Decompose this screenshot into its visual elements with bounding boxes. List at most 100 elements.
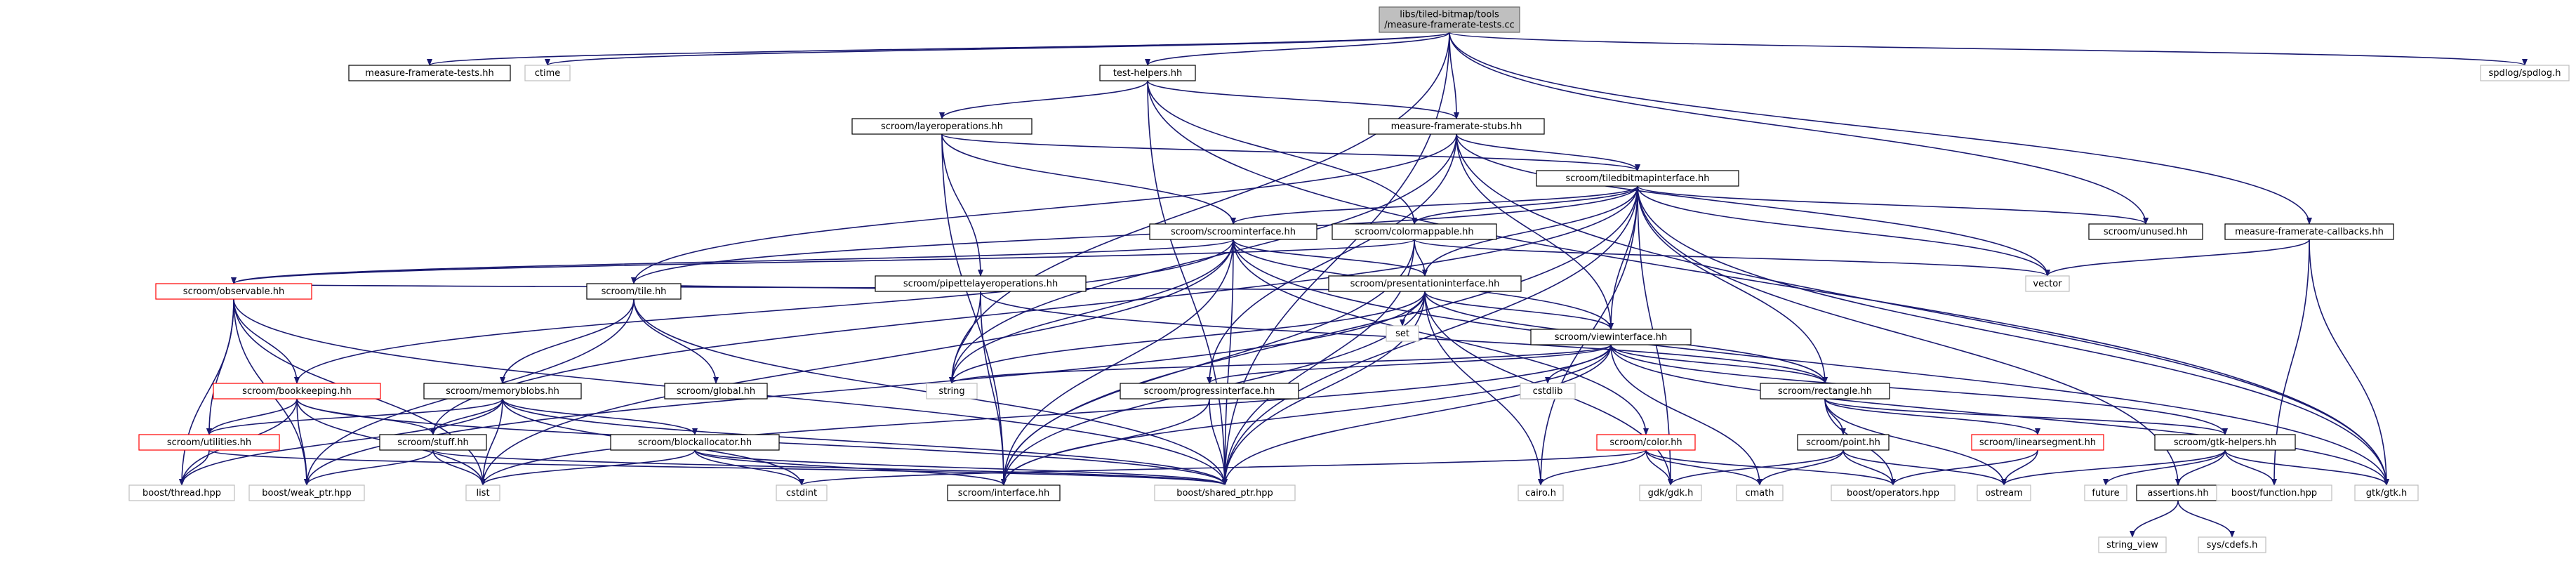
edge-stubs-to-gtk (1456, 133, 2389, 486)
node-utilities[interactable]: scroom/utilities.hh (138, 434, 280, 451)
node-ostream: ostream (1977, 484, 2031, 501)
edge-stubs-to-viewif (1456, 133, 1614, 330)
node-stubs[interactable]: measure-framerate-stubs.hh (1368, 118, 1545, 135)
node-unused[interactable]: scroom/unused.hh (2088, 223, 2203, 240)
edge-tbmi-to-colormap (1412, 185, 1638, 225)
edge-stuff-to-sharedptr (432, 449, 1228, 486)
edge-utilities-to-thread (179, 449, 210, 486)
edge-colormap-to-presif (1414, 239, 1428, 277)
node-label-cstdint: cstdint (786, 488, 817, 499)
node-ctime: ctime (524, 65, 571, 81)
node-blockalloc[interactable]: scroom/blockallocator.hh (610, 434, 780, 451)
node-linseg[interactable]: scroom/linearsegment.hh (1971, 434, 2104, 451)
node-rectangle[interactable]: scroom/rectangle.hh (1760, 383, 1890, 400)
node-box-tbmi (1536, 170, 1739, 187)
node-color[interactable]: scroom/color.hh (1596, 434, 1696, 451)
node-box-root (1379, 6, 1520, 33)
node-box-global (664, 383, 768, 400)
node-box-gdk (1639, 484, 1702, 501)
edge-colormap-to-vector (1414, 239, 2050, 277)
edge-scroomif-to-interface (1001, 239, 1234, 486)
node-label-scroomif: scroom/scroominterface.hh (1171, 227, 1296, 237)
node-assertions[interactable]: assertions.hh (2136, 484, 2220, 501)
edge-root-to-ctime (545, 32, 1450, 66)
node-string: string (926, 383, 978, 400)
edge-stubs-to-progressif (1207, 133, 1457, 384)
edge-layerops-to-tbmi (941, 133, 1640, 171)
nodes-layer: libs/tiled-bitmap/tools/measure-framerat… (128, 6, 2570, 553)
edge-bookkeeping-to-utilities (206, 398, 298, 435)
node-label-stuff: scroom/stuff.hh (397, 437, 469, 448)
node-box-bookkeeping (213, 383, 381, 400)
edge-callbacks-to-vector (2045, 239, 2310, 277)
edge-gtkhelpers-to-gtk (2224, 449, 2389, 486)
node-box-pipette (875, 275, 1087, 292)
edge-tbmi-to-assertions (1637, 185, 2181, 486)
edge-utilities-to-sharedptr (208, 449, 1228, 486)
node-label-list: list (476, 488, 489, 499)
edge-scroomif-to-string (949, 239, 1234, 384)
edge-gtkhelpers-to-function (2224, 449, 2277, 486)
node-colormap[interactable]: scroom/colormappable.hh (1332, 223, 1497, 240)
node-box-gtkhelpers (2154, 434, 2296, 451)
node-bookkeeping[interactable]: scroom/bookkeeping.hh (213, 383, 381, 400)
node-box-memblobs (423, 383, 582, 400)
node-vector: vector (2025, 275, 2070, 292)
node-scroomif[interactable]: scroom/scroominterface.hh (1149, 223, 1317, 240)
edge-tbmi-to-tile (631, 185, 1638, 284)
node-memblobs[interactable]: scroom/memoryblobs.hh (423, 383, 582, 400)
edge-scroomif-to-sharedptr (1222, 239, 1234, 486)
edge-assertions-to-stringview (2130, 500, 2179, 538)
node-label-global: scroom/global.hh (677, 386, 755, 397)
edge-tbmi-to-gtk (1637, 185, 2389, 486)
edge-scroomif-to-bookkeeping (294, 239, 1234, 384)
node-box-operators (1831, 484, 1956, 501)
node-test_helpers[interactable]: test-helpers.hh (1099, 65, 1196, 81)
node-observable[interactable]: scroom/observable.hh (155, 283, 312, 300)
edge-memblobs-to-utilities (206, 398, 503, 435)
node-label-interface: scroom/interface.hh (958, 488, 1050, 499)
node-cdefs: sys/cdefs.h (2198, 536, 2266, 553)
node-progressif[interactable]: scroom/progressinterface.hh (1120, 383, 1299, 400)
node-spdlog: spdlog/spdlog.h (2480, 65, 2570, 81)
node-presif[interactable]: scroom/presentationinterface.hh (1328, 275, 1522, 292)
node-point[interactable]: scroom/point.hh (1797, 434, 1890, 451)
node-interface[interactable]: scroom/interface.hh (947, 484, 1061, 501)
edge-root-to-spdlog (1449, 32, 2528, 66)
node-gdk: gdk/gdk.h (1639, 484, 1702, 501)
edge-presif-to-weakptr (304, 291, 1426, 486)
node-layerops[interactable]: scroom/layeroperations.hh (851, 118, 1033, 135)
edge-layerops-to-scroomif (941, 133, 1236, 225)
node-callbacks[interactable]: measure-framerate-callbacks.hh (2224, 223, 2394, 240)
edge-stuff-to-weakptr (304, 449, 434, 486)
edge-color-to-cstdint (799, 449, 1647, 486)
node-box-linseg (1971, 434, 2104, 451)
node-viewif[interactable]: scroom/viewinterface.hh (1530, 329, 1692, 345)
node-label-vector: vector (2033, 279, 2062, 289)
node-tile[interactable]: scroom/tile.hh (586, 283, 682, 300)
edge-stubs-to-vector (1456, 133, 2050, 277)
node-gtkhelpers[interactable]: scroom/gtk-helpers.hh (2154, 434, 2296, 451)
edge-viewif-to-rectangle (1610, 344, 1828, 384)
node-box-callbacks (2224, 223, 2394, 240)
edge-stubs-to-string (949, 133, 1457, 384)
node-mft_hh[interactable]: measure-framerate-tests.hh (348, 65, 511, 81)
node-label-gtk: gtk/gtk.h (2366, 488, 2408, 499)
node-label-cdefs: sys/cdefs.h (2207, 540, 2258, 550)
node-box-progressif (1120, 383, 1299, 400)
node-box-list (465, 484, 500, 501)
node-label-layerops: scroom/layeroperations.hh (881, 121, 1003, 132)
node-root[interactable]: libs/tiled-bitmap/tools/measure-framerat… (1379, 6, 1520, 33)
edge-presif-to-string (949, 291, 1426, 384)
edge-memblobs-to-thread (179, 398, 503, 486)
node-box-cdefs (2198, 536, 2266, 553)
node-label-callbacks: measure-framerate-callbacks.hh (2235, 227, 2384, 237)
node-stuff[interactable]: scroom/stuff.hh (379, 434, 487, 451)
node-label-sharedptr: boost/shared_ptr.hpp (1176, 488, 1273, 499)
node-stringview: string_view (2098, 536, 2167, 553)
node-pipette[interactable]: scroom/pipettelayeroperations.hh (875, 275, 1087, 292)
node-tbmi[interactable]: scroom/tiledbitmapinterface.hh (1536, 170, 1739, 187)
node-label-cstdlib: cstdlib (1533, 386, 1563, 397)
edge-callbacks-to-gtk (2309, 239, 2389, 486)
node-global[interactable]: scroom/global.hh (664, 383, 768, 400)
